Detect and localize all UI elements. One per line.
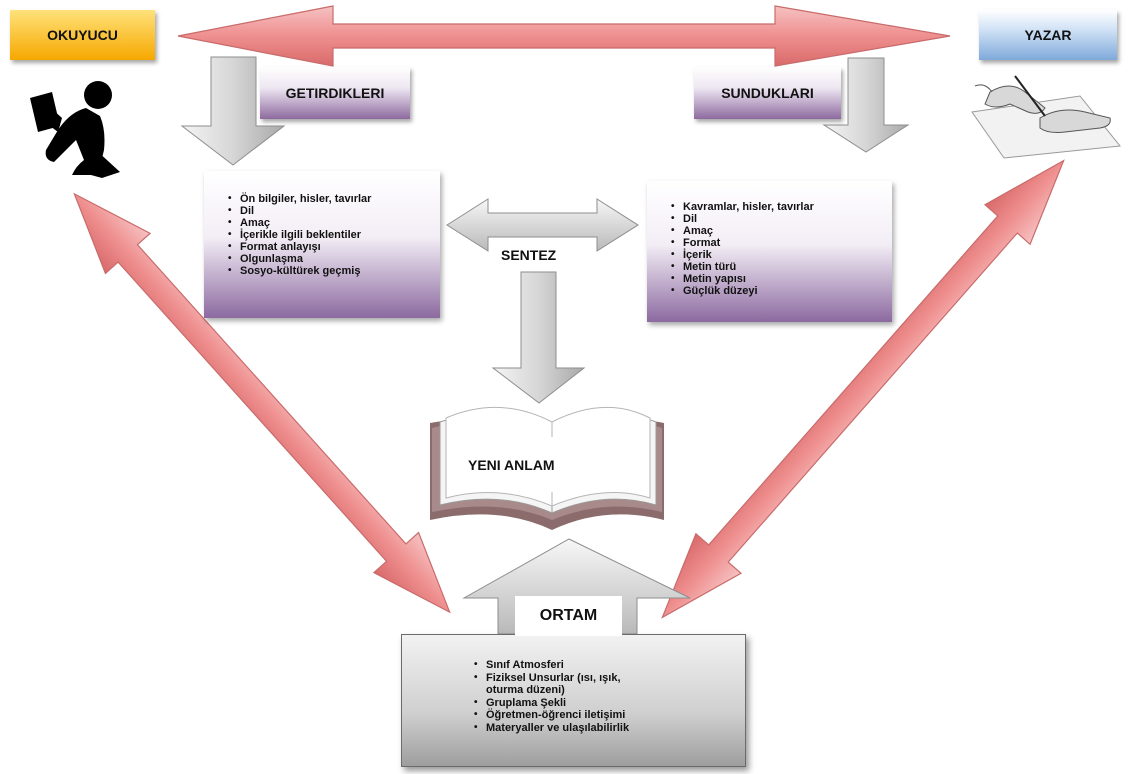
left-diagonal-arrow: [73, 192, 451, 614]
writer-item: İçerik: [671, 249, 892, 261]
reader-item: Olgunlaşma: [228, 253, 440, 265]
reader-items-list: Ön bilgiler, hisler, tavırlar Dil Amaç İ…: [226, 193, 440, 277]
environment-label: ORTAM: [515, 596, 622, 636]
writer-item: Dil: [671, 213, 892, 225]
top-double-arrow: [177, 5, 951, 67]
environment-item: Sınıf Atmosferi: [474, 659, 745, 672]
right-diagonal-arrow: [661, 159, 1065, 619]
writer-item: Amaç: [671, 225, 892, 237]
writing-hands-icon: [971, 75, 1121, 159]
writer-label: YAZAR: [1024, 27, 1072, 43]
environment-item: Gruplama Şekli: [474, 697, 745, 710]
brings-header: GETIRDIKLERI: [260, 67, 410, 119]
environment-item: Fiziksel Unsurlar (ısı, ışık, oturma düz…: [474, 672, 656, 697]
reader-label: OKUYUCU: [47, 27, 118, 43]
environment-box: Sınıf Atmosferi Fiziksel Unsurlar (ısı, …: [401, 634, 746, 767]
left-down-arrow: [180, 56, 286, 166]
reader-item: Format anlayışı: [228, 241, 440, 253]
reader-item: Amaç: [228, 217, 440, 229]
environment-item: Materyaller ve ulaşılabilirlik: [474, 722, 745, 735]
new-meaning-label: YENI ANLAM: [468, 457, 555, 473]
reader-item: Dil: [228, 205, 440, 217]
reader-item: Sosyo-kültürek geçmiş: [228, 265, 440, 277]
writer-tag: YAZAR: [979, 10, 1117, 60]
right-down-arrow: [822, 57, 910, 153]
reading-person-icon: [30, 81, 120, 178]
writer-item: Güçlük düzeyi: [671, 285, 892, 297]
synthesis-double-arrow: [446, 198, 639, 252]
open-book-icon: [430, 406, 664, 530]
offers-label: SUNDUKLARI: [721, 85, 814, 101]
environment-items-list: Sınıf Atmosferi Fiziksel Unsurlar (ısı, …: [472, 659, 745, 734]
reader-tag: OKUYUCU: [10, 10, 155, 60]
brings-label: GETIRDIKLERI: [285, 85, 385, 101]
writer-item: Metin yapısı: [671, 273, 892, 285]
center-down-arrow: [491, 271, 586, 404]
writer-items-list: Kavramlar, hisler, tavırlar Dil Amaç For…: [669, 201, 892, 297]
synthesis-label: SENTEZ: [501, 247, 557, 263]
writer-items-box: Kavramlar, hisler, tavırlar Dil Amaç For…: [647, 181, 892, 322]
reader-item: Ön bilgiler, hisler, tavırlar: [228, 193, 390, 205]
writer-item: Metin türü: [671, 261, 892, 273]
environment-item: Öğretmen-öğrenci iletişimi: [474, 709, 745, 722]
writer-item: Format: [671, 237, 892, 249]
offers-header: SUNDUKLARI: [694, 67, 841, 119]
reader-items-box: Ön bilgiler, hisler, tavırlar Dil Amaç İ…: [204, 171, 440, 318]
reader-item: İçerikle ilgili beklentiler: [228, 229, 440, 241]
writer-item: Kavramlar, hisler, tavırlar: [671, 201, 892, 213]
